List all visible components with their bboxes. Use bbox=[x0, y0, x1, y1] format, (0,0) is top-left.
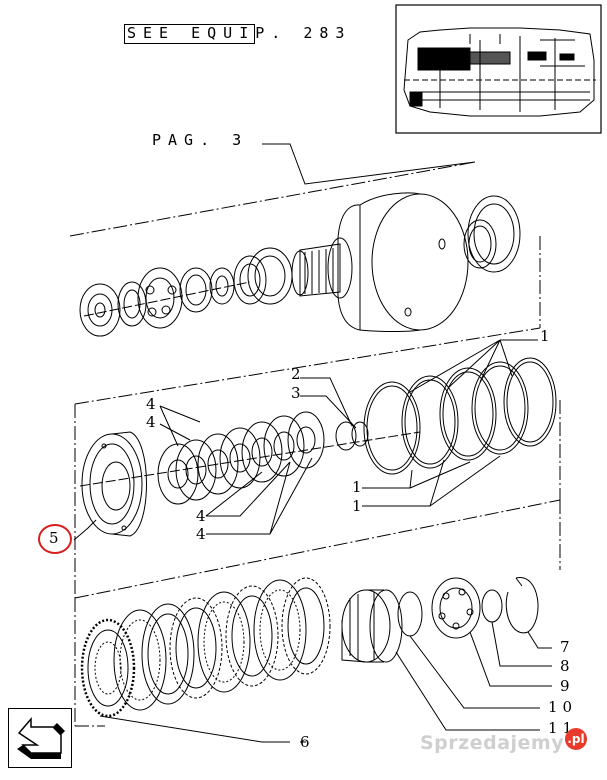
shim-part-8 bbox=[481, 589, 503, 623]
see-equip-label: SEE EQUIP. 283 bbox=[127, 24, 352, 42]
watermark-badge: .pl bbox=[565, 728, 587, 750]
callout-7: 7 bbox=[560, 638, 570, 656]
pag-leader-line bbox=[262, 143, 476, 185]
watermark-text: Sprzedajemy bbox=[420, 732, 565, 754]
clutch-housing bbox=[291, 192, 469, 332]
mid-frame-bottom bbox=[74, 499, 561, 599]
callout-4-a: 4 bbox=[146, 395, 156, 413]
transmission-thumbnail bbox=[395, 4, 602, 134]
callout-3: 3 bbox=[291, 384, 301, 402]
belleville-washers-part-4 bbox=[157, 411, 325, 505]
highlight-circle bbox=[38, 524, 72, 554]
ring-part-2 bbox=[335, 421, 357, 451]
callout-10: 10 bbox=[548, 698, 578, 716]
hub-part-11 bbox=[341, 589, 403, 663]
callout-4-b: 4 bbox=[146, 413, 156, 431]
callout-4-d: 4 bbox=[196, 525, 206, 543]
snap-ring-part-7 bbox=[505, 577, 539, 634]
seal-rings-part-1 bbox=[363, 357, 557, 475]
bearing-part-9 bbox=[431, 577, 481, 639]
nav-arrow-icon[interactable] bbox=[8, 708, 72, 768]
nav-arrow-icon-glyph bbox=[17, 716, 65, 759]
callout-4-c: 4 bbox=[196, 507, 206, 525]
callout-6: 6 bbox=[300, 733, 310, 751]
clutch-discs-part-6 bbox=[80, 577, 331, 718]
callout-1-b: 1 bbox=[352, 478, 362, 496]
callout-5: 5 bbox=[49, 529, 59, 547]
callout-1-c: 1 bbox=[352, 497, 362, 515]
lower-leader-lines bbox=[99, 621, 552, 743]
upper-small-parts bbox=[79, 195, 521, 337]
middle-leader-lines bbox=[73, 339, 538, 541]
pag-reference: PAG. 3 bbox=[152, 131, 249, 149]
callout-2: 2 bbox=[291, 365, 301, 383]
callout-8: 8 bbox=[560, 657, 570, 675]
callout-1-top: 1 bbox=[540, 327, 550, 345]
ring-part-3 bbox=[351, 421, 369, 447]
see-equip-box bbox=[124, 24, 255, 44]
callout-9: 9 bbox=[560, 677, 570, 695]
